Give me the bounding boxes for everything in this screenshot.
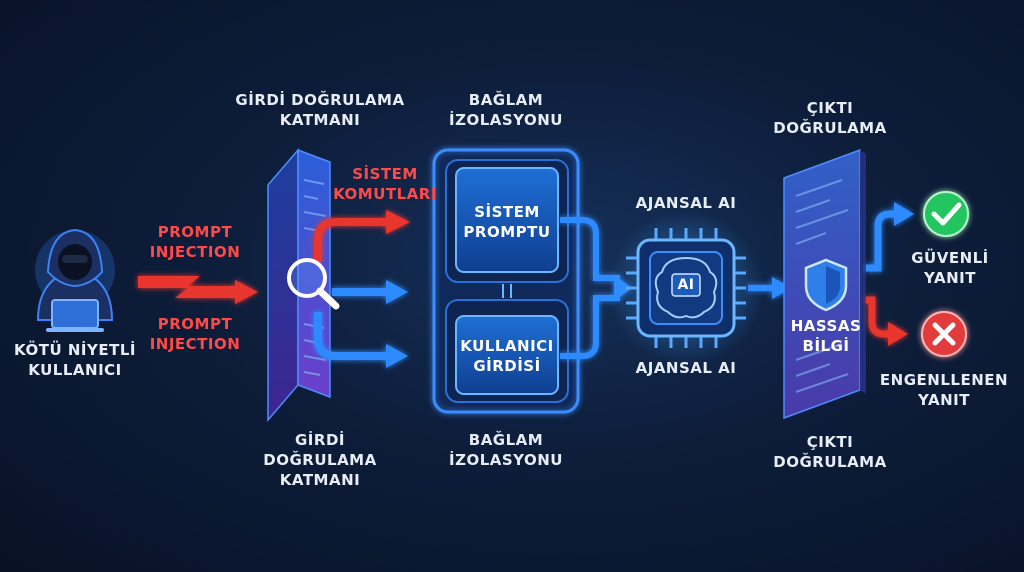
injection-arrow	[138, 276, 258, 304]
red-bypass-arrow	[314, 210, 410, 262]
blue-pass-arrows	[314, 280, 408, 368]
hacker-icon	[35, 228, 115, 332]
ai-brain-chip-icon	[608, 210, 764, 366]
agentic-ai-bottom-label: AJANSAL AI	[635, 359, 737, 377]
cross-icon	[921, 311, 967, 357]
check-icon	[923, 191, 969, 237]
ai-to-output-arrow	[748, 277, 792, 299]
ai-chip-label: AI	[677, 277, 695, 293]
output-arrows	[866, 202, 914, 346]
shield-icon	[804, 258, 848, 312]
magnifier-icon	[287, 258, 340, 310]
context-isolation-container	[432, 148, 580, 414]
agentic-ai-top-label: AJANSAL AI	[635, 194, 737, 212]
